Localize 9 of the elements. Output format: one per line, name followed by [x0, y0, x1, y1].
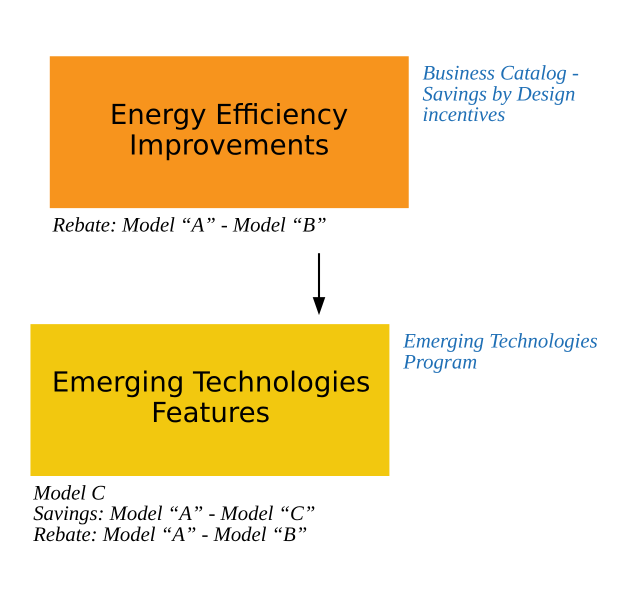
- node-label: Business Catalog - Savings by Design incentives: [422, 62, 579, 126]
- node-box: Energy Efficiency Improvements: [50, 56, 409, 208]
- node-box: Emerging Technologies Features: [30, 324, 390, 476]
- node-label: Rebate: Model “A” - Model “B”: [33, 523, 308, 546]
- node-label: Rebate: Model “A” - Model “B”: [52, 214, 327, 236]
- node-label: Emerging Technologies Program: [403, 330, 598, 373]
- node-label: Savings: Model “A” - Model “C”: [33, 502, 316, 525]
- node-label: Model C: [33, 482, 106, 504]
- arrow: [312, 252, 326, 315]
